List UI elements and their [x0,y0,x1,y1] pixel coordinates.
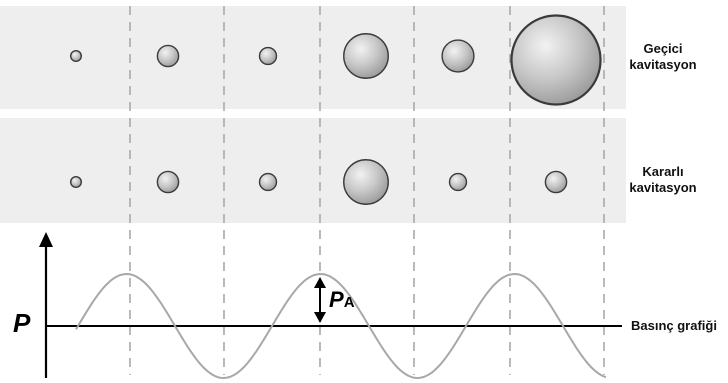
cavitation-bubble [156,44,180,68]
pressure-graph-label: Basınç grafiği [631,318,717,333]
stable-label-line1: Kararlı [642,164,684,179]
pressure-axis-arrowhead [39,232,53,247]
pressure-axis-label: P [13,308,31,338]
cavitation-bubble [343,159,389,205]
cavitation-bubble [544,170,568,194]
transient-cavitation-label: Geçici kavitasyon [622,41,704,73]
phase-guide-lines [129,6,605,375]
cavitation-bubble [69,50,82,63]
amplitude-label-sub: A [343,294,355,311]
cavitation-bubble [69,175,82,188]
stable-panel [0,118,626,223]
transient-bubble-row [69,14,602,106]
transient-label-line2: kavitasyon [629,57,697,72]
cavitation-bubble [156,170,180,194]
stable-label-line2: kavitasyon [629,180,697,195]
cavitation-bubble [448,172,468,192]
cavitation-bubble [258,46,278,66]
cavitation-bubble [343,33,389,79]
cavitation-bubble [258,172,278,192]
amplitude-arrow [314,277,326,323]
cavitation-bubble [510,14,602,106]
cavitation-bubble [441,39,475,73]
pressure-wave [75,272,607,380]
stable-cavitation-label: Kararlı kavitasyon [622,164,704,196]
transient-label-line1: Geçici [643,41,683,56]
amplitude-label: PA [329,287,355,313]
amplitude-label-main: P [329,287,344,312]
stable-bubble-row [69,159,568,205]
